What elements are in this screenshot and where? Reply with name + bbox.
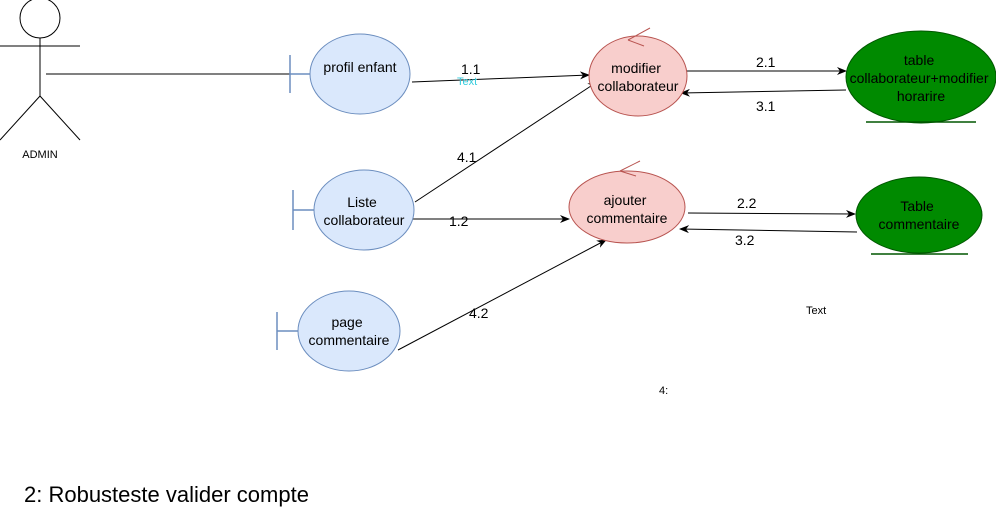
boundary-label: profil enfant	[323, 59, 396, 75]
edge-label-1-2: 1.2	[449, 213, 469, 229]
edge-label-2-2: 2.2	[737, 195, 757, 211]
control-arrow-mark	[619, 160, 641, 177]
edge-label-3-2: 3.2	[735, 232, 755, 248]
edge-4-1-line	[414, 81, 598, 203]
control-arrow-mark	[627, 27, 651, 47]
edge-3-1-line	[680, 88, 847, 97]
diagram-caption: 2: Robusteste valider compte	[24, 482, 309, 507]
edge-label-2-1: 2.1	[756, 54, 776, 70]
entity-label: Table commentaire	[879, 198, 960, 232]
stray-text-label: Text	[806, 305, 826, 317]
edge-1-1-line	[411, 71, 590, 83]
entity-ellipse	[855, 176, 983, 254]
edge-2-2-line	[687, 209, 856, 218]
actor-head	[19, 0, 61, 39]
edge-3-2-line	[679, 225, 858, 234]
step-label: 4:	[659, 385, 668, 397]
control-label: modifier collaborateur	[598, 60, 679, 94]
admin-actor[interactable]: ADMIN	[0, 0, 81, 161]
boundary-label: page commentaire	[309, 314, 390, 348]
control-ellipse	[588, 35, 688, 117]
boundary-profil-enfant[interactable]: profil enfant	[289, 33, 411, 115]
control-ajouter-commentaire[interactable]: ajouter commentaire	[568, 160, 686, 244]
edge-label-4-2: 4.2	[469, 305, 489, 321]
boundary-liste-collaborateur[interactable]: Liste collaborateur	[292, 169, 415, 251]
control-modifier-collaborateur[interactable]: modifier collaborateur	[588, 27, 688, 117]
edge-label-4-1: 4.1	[457, 149, 477, 165]
text-overlay: Text	[457, 76, 477, 88]
boundary-ellipse	[313, 169, 415, 251]
control-ellipse	[568, 170, 686, 244]
entity-label: table collaborateur+modifier horarire	[850, 52, 993, 104]
edge-label-3-1: 3.1	[756, 98, 776, 114]
edge-label-1-1: 1.1	[461, 61, 481, 77]
entity-table-collaborateur[interactable]: table collaborateur+modifier horarire	[845, 30, 996, 124]
edges	[397, 67, 858, 351]
actor-label: ADMIN	[22, 149, 58, 161]
entity-table-commentaire[interactable]: Table commentaire	[855, 176, 983, 255]
edge-4-2-line	[397, 239, 607, 351]
actor-right-leg	[39, 95, 81, 141]
entity-ellipse	[845, 30, 996, 124]
control-label: ajouter commentaire	[587, 192, 668, 226]
actor-left-leg	[0, 95, 41, 141]
boundary-ellipse	[309, 33, 411, 115]
boundary-page-commentaire[interactable]: page commentaire	[276, 290, 401, 372]
boundary-label: Liste collaborateur	[324, 194, 405, 228]
boundary-ellipse	[297, 290, 401, 372]
